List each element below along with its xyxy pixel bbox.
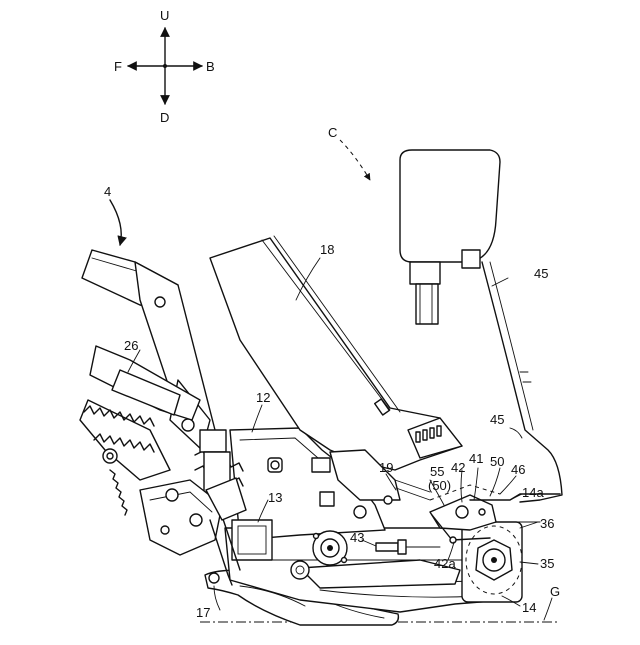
label-26: 26 bbox=[124, 338, 138, 353]
label-36: 36 bbox=[540, 516, 554, 531]
label-43: 43 bbox=[350, 530, 364, 545]
compass-up-label: U bbox=[160, 8, 169, 23]
compass-front-label: F bbox=[114, 59, 122, 74]
label-19: 19 bbox=[379, 460, 393, 475]
direction-compass: U D F B bbox=[114, 8, 215, 125]
label-4: 4 bbox=[104, 184, 111, 199]
label-14a: 14a bbox=[522, 485, 544, 500]
label-46: 46 bbox=[511, 462, 525, 477]
label-c: C bbox=[328, 125, 337, 140]
label-35: 35 bbox=[540, 556, 554, 571]
compass-down-label: D bbox=[160, 110, 169, 125]
pointer-4 bbox=[110, 200, 121, 245]
label-55: 55 bbox=[430, 464, 444, 479]
label-50-paren: (50) bbox=[428, 478, 451, 493]
controller-unit-c bbox=[400, 150, 500, 324]
label-17: 17 bbox=[196, 605, 210, 620]
label-14: 14 bbox=[522, 600, 536, 615]
label-g: G bbox=[550, 584, 560, 599]
c-pointer bbox=[340, 140, 370, 180]
label-12: 12 bbox=[256, 390, 270, 405]
label-41: 41 bbox=[469, 451, 483, 466]
label-42: 42 bbox=[451, 460, 465, 475]
label-42a: 42a bbox=[434, 556, 456, 571]
compass-back-label: B bbox=[206, 59, 215, 74]
label-45-upper: 45 bbox=[534, 266, 548, 281]
label-13: 13 bbox=[268, 490, 282, 505]
label-45-lower: 45 bbox=[490, 412, 504, 427]
rotary-block-35 bbox=[462, 522, 540, 602]
pivot-17 bbox=[209, 573, 219, 583]
label-18: 18 bbox=[320, 242, 334, 257]
label-50: 50 bbox=[490, 454, 504, 469]
